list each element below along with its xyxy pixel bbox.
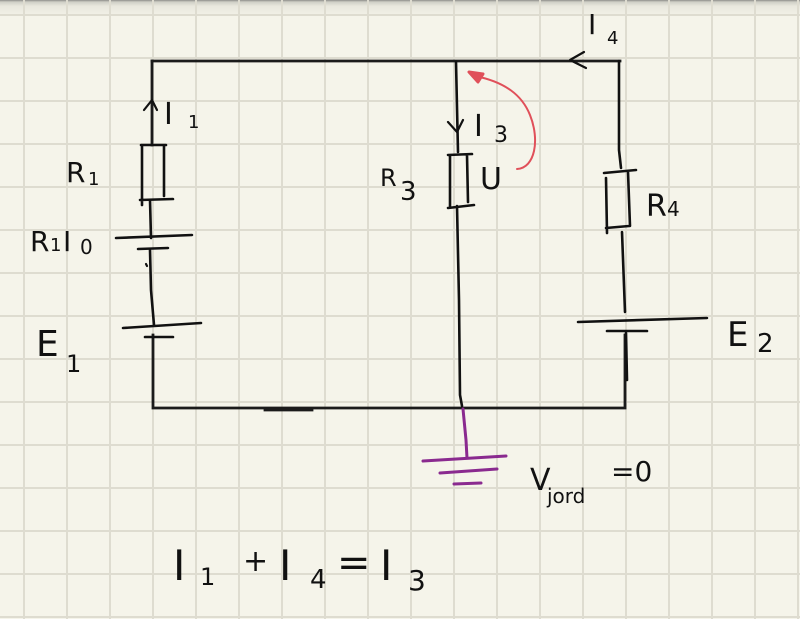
label-e2-sub: 2 bbox=[757, 329, 774, 359]
label-r1i0-r: R bbox=[30, 225, 49, 258]
label-r4-main: R bbox=[646, 189, 667, 224]
label-r3-main: R bbox=[380, 164, 397, 192]
label-r1i0-sub2: 0 bbox=[80, 235, 93, 259]
arrow-left-icon bbox=[568, 50, 588, 70]
eq-term-i4: I bbox=[279, 541, 291, 590]
label-i1-main: I bbox=[164, 97, 173, 132]
middle-wire-bottom bbox=[455, 204, 464, 408]
label-e1-main: E bbox=[36, 324, 59, 365]
eq-term-i4-sub: 4 bbox=[310, 565, 327, 595]
left-wire-mid bbox=[148, 198, 153, 240]
eq-term-i1: I bbox=[173, 541, 185, 590]
label-r1-main: R bbox=[66, 156, 85, 189]
left-wire-lower bbox=[148, 248, 156, 327]
source-r1i0 bbox=[114, 233, 194, 268]
eq-term-i3: I bbox=[380, 541, 392, 590]
label-r3: R 3 bbox=[380, 164, 417, 207]
label-i3-sub: 3 bbox=[494, 123, 508, 148]
top-shadow-bar bbox=[0, 0, 800, 14]
ground-symbol bbox=[421, 407, 508, 486]
battery-e1 bbox=[121, 321, 203, 339]
label-r1: R 1 bbox=[66, 156, 99, 190]
label-r1i0-sub1: 1 bbox=[50, 235, 61, 256]
label-e1-sub: 1 bbox=[66, 350, 81, 378]
right-wire-top bbox=[617, 59, 623, 170]
label-r1i0: R 1 I 0 bbox=[30, 225, 93, 259]
label-i1-sub: 1 bbox=[188, 112, 199, 133]
resistor-r4 bbox=[602, 168, 638, 235]
label-r3-sub: 3 bbox=[400, 177, 417, 207]
label-e1: E 1 bbox=[36, 324, 81, 378]
eq-op-equals: = bbox=[337, 540, 371, 586]
label-r4: R 4 bbox=[646, 189, 680, 224]
eq-op-plus: + bbox=[243, 544, 268, 579]
label-i4-main: I bbox=[588, 8, 596, 41]
arrow-down-icon bbox=[446, 118, 465, 134]
label-r1-sub: 1 bbox=[88, 169, 99, 190]
eq-term-i3-sub: 3 bbox=[408, 564, 426, 597]
label-e2-main: E bbox=[727, 315, 748, 355]
label-vjord-value: =0 bbox=[611, 455, 652, 488]
voltage-annotation-arrow bbox=[467, 70, 537, 170]
label-i4-sub: 4 bbox=[607, 28, 618, 49]
label-e2: E 2 bbox=[727, 315, 774, 359]
label-i3: I 3 bbox=[474, 109, 508, 148]
middle-wire-top bbox=[454, 60, 460, 154]
label-vjord: V jord =0 bbox=[530, 455, 652, 508]
battery-e2 bbox=[576, 316, 709, 382]
label-vjord-sub: jord bbox=[546, 484, 585, 508]
right-wire-mid bbox=[620, 230, 627, 314]
label-r4-sub: 4 bbox=[667, 197, 680, 221]
resistor-r3 bbox=[446, 152, 476, 210]
label-vjord-main: V bbox=[530, 463, 551, 498]
label-r1i0-i: I bbox=[63, 225, 71, 258]
kirchhoff-equation: I 1 + I 4 = I 3 bbox=[173, 540, 426, 597]
label-i3-main: I bbox=[474, 109, 483, 144]
label-voltage-u: U bbox=[480, 162, 502, 197]
eq-term-i1-sub: 1 bbox=[200, 563, 215, 591]
resistor-r1 bbox=[138, 143, 175, 207]
bottom-wire bbox=[151, 333, 627, 410]
label-i4: I 4 bbox=[588, 8, 618, 49]
circuit-wires bbox=[148, 59, 627, 412]
arrow-up-icon bbox=[142, 98, 159, 112]
label-i1: I 1 bbox=[164, 97, 199, 133]
